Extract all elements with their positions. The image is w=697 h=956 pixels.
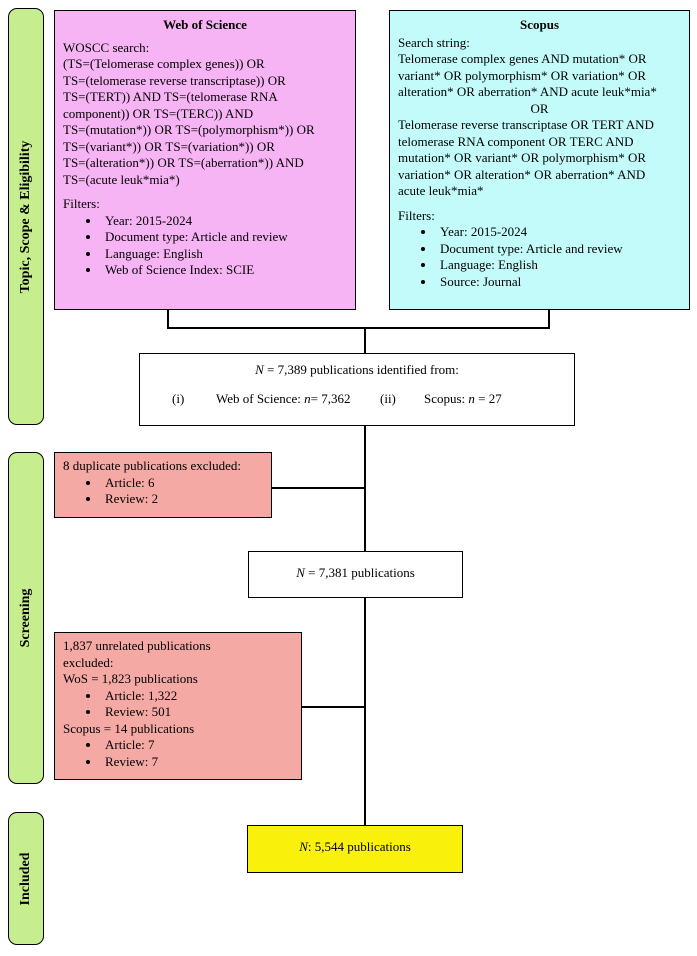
unrelated-wos-list: Article: 1,322 Review: 501 — [63, 688, 293, 721]
scopus-title: Scopus — [519, 17, 560, 32]
identified-i-label: (i) — [172, 390, 185, 406]
identified-wos-value: = 7,362 — [310, 390, 351, 406]
wos-filter-item: Document type: Article and review — [101, 229, 347, 246]
unrelated-title-line: excluded: — [63, 654, 114, 670]
identified-scopus-text: Scopus: — [424, 390, 469, 406]
final-included-box: N: 5,544 publications — [247, 825, 463, 873]
wos-title: Web of Science — [163, 17, 247, 32]
wos-search-label: WOSCC search: — [63, 39, 150, 55]
unrelated-wos-item: Review: 501 — [101, 704, 293, 721]
scopus-search-label: Search string: — [398, 34, 470, 50]
scopus-filter-item: Source: Journal — [436, 274, 681, 291]
unrelated-excluded-box: 1,837 unrelated publications excluded: W… — [54, 632, 302, 780]
wos-filter-item: Language: English — [101, 246, 347, 263]
phase-screening-label: Screening — [18, 588, 33, 648]
scopus-search-line: acute leuk*mia* — [398, 183, 484, 198]
identified-scopus-value: = 27 — [474, 390, 502, 406]
scopus-filters-list: Year: 2015-2024 Document type: Article a… — [398, 224, 681, 290]
wos-filters-list: Year: 2015-2024 Document type: Article a… — [63, 213, 347, 279]
connector-wos-down — [167, 310, 169, 328]
connector-merge — [167, 327, 550, 329]
connector-unrelated — [301, 706, 365, 708]
phase-screening: Screening — [8, 452, 44, 784]
scopus-filter-item: Year: 2015-2024 — [436, 224, 681, 241]
phase-topic-scope-eligibility: Topic, Scope & Eligibility — [8, 8, 44, 425]
scopus-search-line: Telomerase complex genes AND mutation* O… — [398, 51, 647, 66]
identified-scopus: Scopus: n = 27 — [424, 391, 502, 408]
scopus-search-line: variant* OR polymorphism* OR variation* … — [398, 67, 647, 83]
wos-filter-item: Web of Science Index: SCIE — [101, 262, 347, 279]
duplicates-excluded-box: 8 duplicate publications excluded: Artic… — [54, 452, 272, 518]
wos-search-line: TS=(alteration*)) OR TS=(aberration*)) A… — [63, 155, 304, 170]
unrelated-wos-label: WoS = 1,823 publications — [63, 671, 198, 686]
wos-filter-item: Year: 2015-2024 — [101, 213, 347, 230]
connector-duplicates — [271, 487, 365, 489]
wos-search-line: TS=(acute leuk*mia*) — [63, 171, 180, 187]
wos-search-line: TS=(mutation*)) OR TS=(polymorphism*)) O… — [63, 122, 315, 137]
connector-to-identified — [364, 327, 366, 354]
unrelated-wos-item: Article: 1,322 — [101, 688, 293, 705]
unrelated-scopus-label: Scopus = 14 publications — [63, 720, 195, 736]
scopus-search-line: telomerase RNA component OR TERC AND — [398, 133, 634, 149]
identified-box: N = 7,389 publications identified from: … — [139, 353, 575, 426]
scopus-or: OR — [530, 100, 549, 116]
n-symbol: n — [468, 390, 475, 406]
wos-search-line: (TS=(Telomerase complex genes)) OR — [63, 56, 265, 71]
phase-included: Included — [8, 812, 44, 945]
n-symbol: n — [304, 390, 311, 406]
after-duplicates-text: = 7,381 publications — [304, 565, 415, 580]
identified-total: N = 7,389 publications identified from: — [148, 362, 566, 379]
n-symbol: N — [255, 362, 264, 377]
scopus-filters-label: Filters: — [398, 207, 435, 223]
duplicates-item: Article: 6 — [101, 475, 263, 492]
connector-main-2 — [364, 597, 366, 825]
duplicates-list: Article: 6 Review: 2 — [63, 475, 263, 508]
scopus-search-line: mutation* OR variant* OR polymorphism* O… — [398, 150, 647, 165]
after-duplicates-box: N = 7,381 publications — [248, 551, 463, 598]
wos-search-line: TS=(telomerase reverse transcriptase)) O… — [63, 72, 286, 88]
after-duplicates-count: N = 7,381 publications — [257, 565, 454, 582]
duplicates-title: 8 duplicate publications excluded: — [63, 458, 241, 473]
connector-scopus-down — [548, 310, 550, 328]
wos-search-line: TS=(TERT)) AND TS=(telomerase RNA — [63, 89, 278, 104]
final-count: N: 5,544 publications — [256, 839, 454, 856]
n-symbol: N — [299, 839, 308, 854]
unrelated-scopus-list: Article: 7 Review: 7 — [63, 737, 293, 770]
phase-included-label: Included — [18, 852, 33, 905]
identified-total-text: = 7,389 publications identified from: — [263, 362, 459, 377]
wos-filters-label: Filters: — [63, 196, 100, 211]
duplicates-item: Review: 2 — [101, 491, 263, 508]
final-count-text: : 5,544 publications — [307, 839, 411, 854]
scopus-search-line: variation* OR alteration* OR aberration*… — [398, 166, 646, 182]
unrelated-scopus-item: Article: 7 — [101, 737, 293, 754]
unrelated-scopus-item: Review: 7 — [101, 754, 293, 771]
unrelated-title-line: 1,837 unrelated publications — [63, 638, 211, 653]
scopus-search-line: alteration* OR aberration* AND acute leu… — [398, 84, 657, 99]
scopus-search-line: Telomerase reverse transcriptase OR TERT… — [398, 117, 654, 132]
identified-ii-label: (ii) — [380, 390, 396, 406]
scopus-filter-item: Language: English — [436, 257, 681, 274]
n-symbol: N — [296, 565, 305, 580]
scopus-filter-item: Document type: Article and review — [436, 241, 681, 258]
web-of-science-box: Web of Science WOSCC search: (TS=(Telome… — [54, 10, 356, 310]
identified-wos-text: Web of Science: — [216, 390, 305, 406]
identified-wos: Web of Science: n= 7,362 — [216, 391, 350, 408]
identified-sources: (i) Web of Science: n= 7,362 (ii) Scopus… — [148, 391, 566, 408]
scopus-box: Scopus Search string: Telomerase complex… — [389, 10, 690, 310]
connector-main-1 — [364, 425, 366, 552]
wos-search-line: component)) OR TS=(TERC)) AND — [63, 105, 254, 121]
phase-topic-label: Topic, Scope & Eligibility — [18, 140, 33, 293]
wos-search-line: TS=(variant*)) OR TS=(variation*)) OR — [63, 138, 275, 154]
